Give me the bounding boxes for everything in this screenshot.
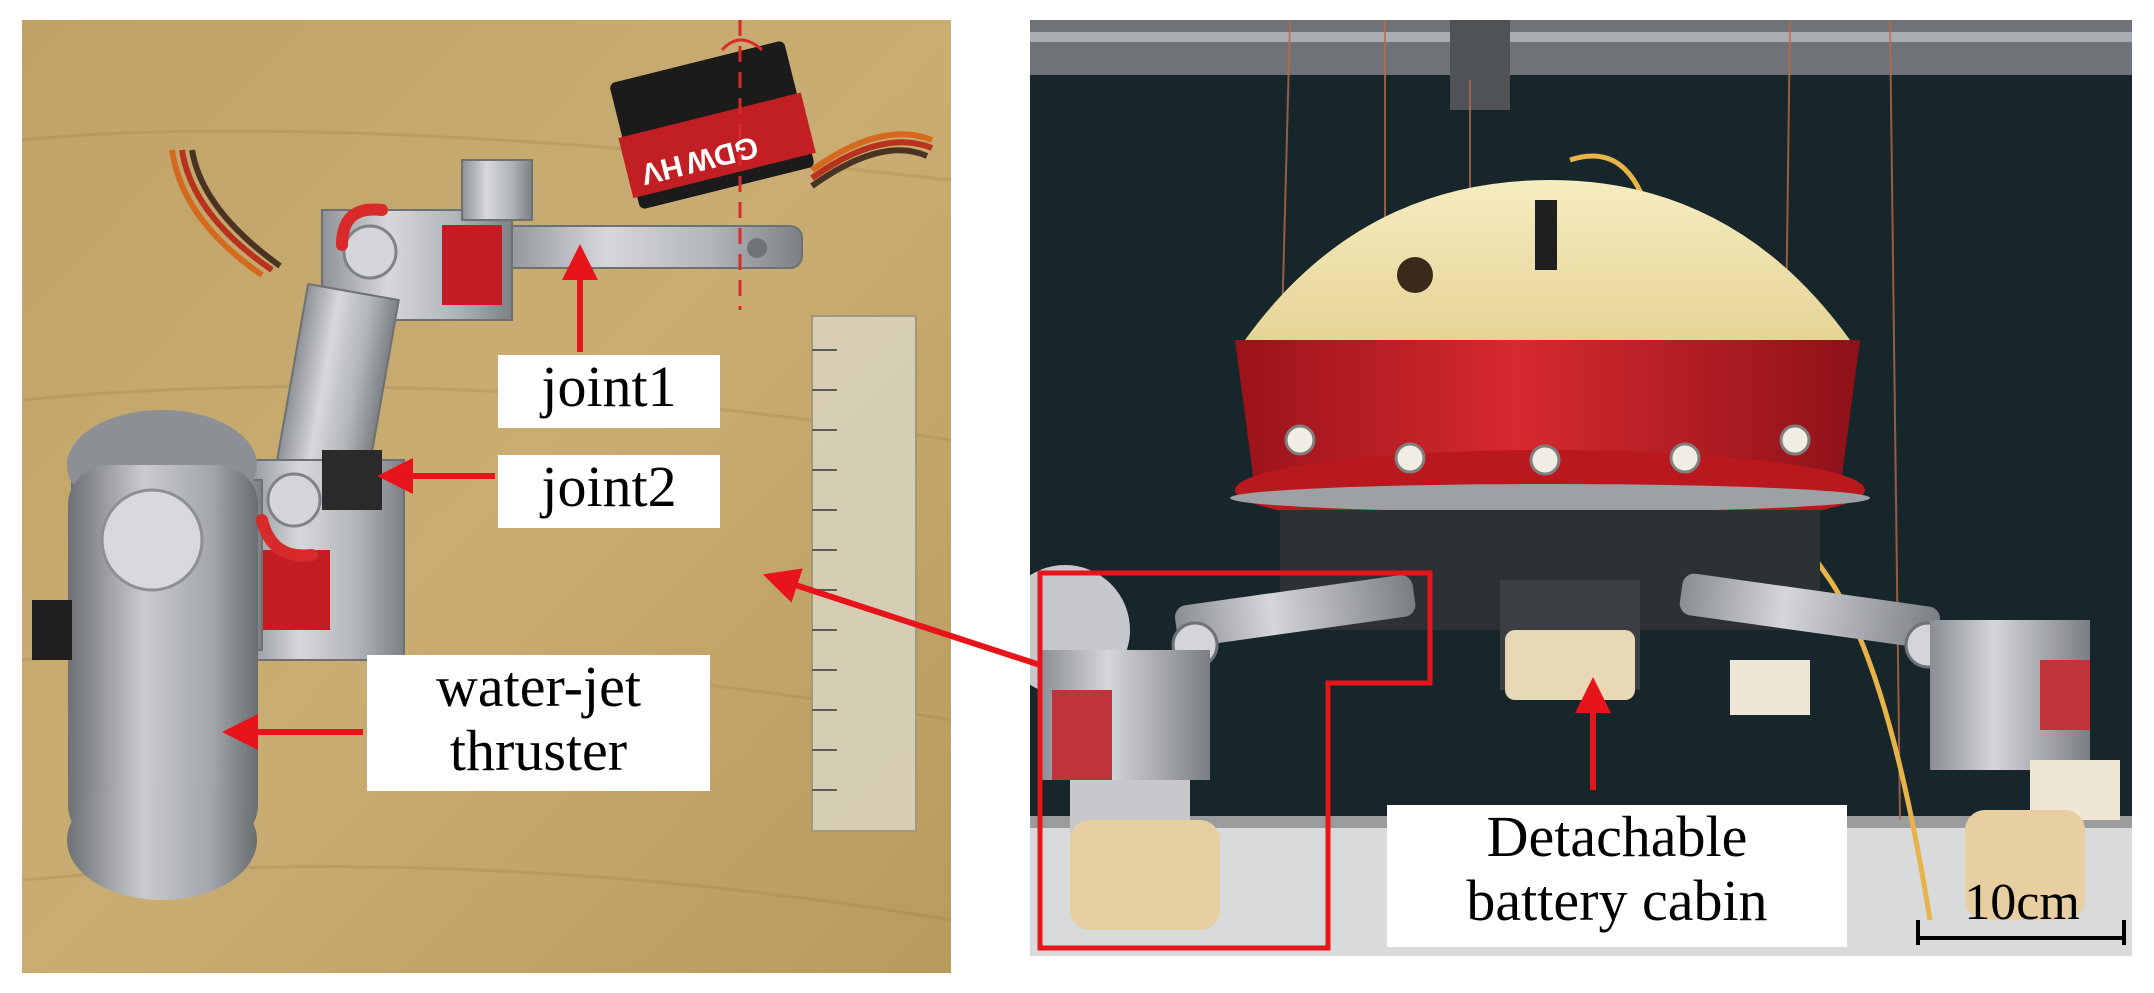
joint1-label: joint1 [498,355,720,428]
battery-cabin [1505,630,1635,700]
left-photo-arm-module: GDW HV [22,20,951,973]
right-leg-module [1679,573,2120,920]
joint2-label: joint2 [498,455,720,528]
water-jet-thruster-body [32,410,263,900]
ruler [811,315,917,832]
servo-cables [169,131,934,278]
servo-motor: GDW HV [610,41,816,209]
battery-label: Detachable battery cabin [1387,805,1847,947]
thruster-label: water-jet thruster [367,655,710,791]
scale-label: 10cm [1964,874,2080,931]
arm-module-illustration: GDW HV [22,20,951,973]
